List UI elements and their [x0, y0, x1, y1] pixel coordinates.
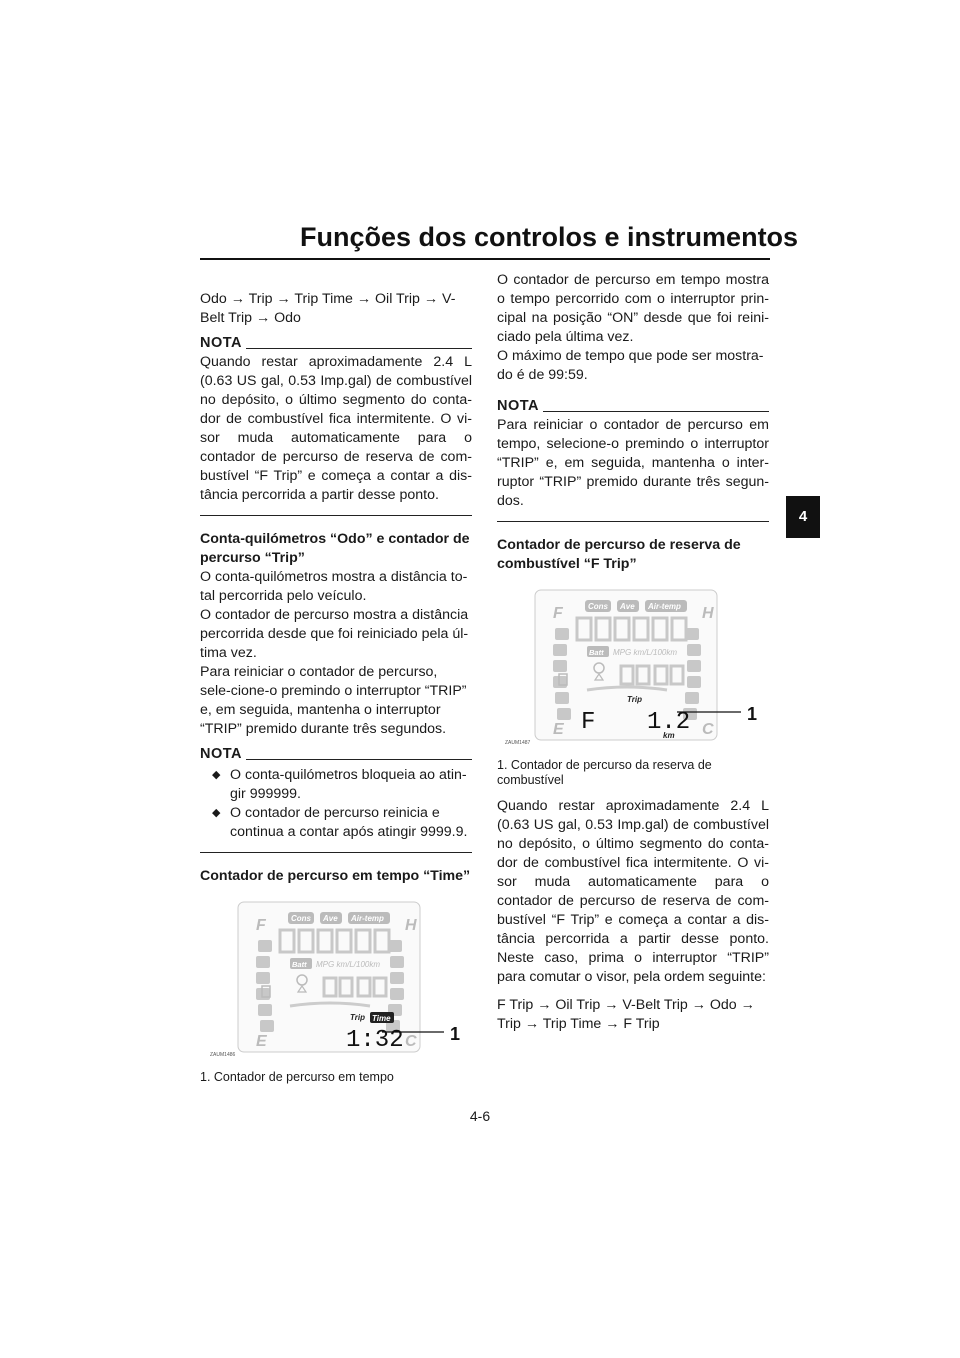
km-unit-label: km	[663, 731, 675, 740]
units-label: MPG km/L/100km	[316, 960, 380, 969]
nota-header: NOTA	[200, 334, 472, 353]
figure-time-trip: F H E C Cons Ave Air-temp	[200, 896, 472, 1066]
right-column: O contador de percurso em tempo mostra o…	[497, 271, 769, 1034]
temp-hot-label: H	[702, 605, 714, 622]
batt-label: Batt	[589, 648, 604, 657]
paragraph: O contador de percurso mostra a distânci…	[200, 607, 469, 661]
left-column: Odo → Trip → Trip Time → Oil Trip → V-Be…	[200, 290, 472, 1085]
list-item: O conta-quilómetros bloqueia ao atin-gir…	[200, 766, 472, 804]
trip-label: Trip	[350, 1013, 365, 1022]
reserve-distance-readout: 1.2	[647, 709, 690, 736]
cons-label: Cons	[291, 914, 312, 923]
batt-label: Batt	[292, 960, 307, 969]
section-heading-time: Contador de percurso em tempo “Time”	[200, 868, 471, 884]
temp-cold-label: C	[405, 1033, 417, 1050]
paragraph: O conta-quilómetros mostra a distância t…	[200, 569, 468, 604]
figure-fuel-reserve-trip: F H E C Cons Ave Air-temp	[497, 584, 769, 754]
title-underline	[200, 258, 770, 260]
figure-caption: 1. Contador de percurso em tempo	[200, 1070, 394, 1084]
nota-header: NOTA	[200, 745, 472, 764]
page-number: 4-6	[469, 1108, 491, 1124]
air-temp-label: Air-temp	[350, 914, 384, 923]
page-title: Funções dos controlos e instrumentos	[300, 222, 799, 252]
section-heading-odo: Conta-quilómetros “Odo” e contador de pe…	[200, 531, 470, 566]
paragraph: O máximo de tempo que pode ser mostra-do…	[497, 348, 764, 383]
figure-caption: 1. Contador de percurso da reserva de co…	[497, 758, 769, 788]
ave-label: Ave	[619, 602, 635, 611]
temp-hot-label: H	[405, 917, 417, 934]
elapsed-time-readout: 1:32	[346, 1027, 404, 1054]
units-label: MPG km/L/100km	[613, 648, 677, 657]
air-temp-label: Air-temp	[647, 602, 681, 611]
figure-code: ZAUM1486	[210, 1052, 236, 1058]
figure-code: ZAUM1487	[505, 740, 531, 746]
display-sequence: F Trip → Oil Trip → V-Belt Trip → Odo → …	[497, 997, 755, 1032]
caption-number: 1.	[497, 758, 508, 772]
nota-divider	[200, 515, 472, 516]
cons-label: Cons	[588, 602, 609, 611]
nota-list: O conta-quilómetros bloqueia ao atin-gir…	[200, 766, 472, 842]
nota-label: NOTA	[497, 398, 540, 414]
paragraph: Quando restar aproximadamente 2.4 L (0.6…	[497, 798, 769, 985]
instrument-display-illustration: F H E C Cons Ave Air-temp	[505, 589, 757, 746]
instrument-display-illustration: F H E C Cons Ave Air-temp	[210, 901, 460, 1058]
paragraph: Para reiniciar o contador de percurso, s…	[200, 664, 467, 737]
trip-label: Trip	[627, 695, 642, 704]
callout-number: 1	[747, 704, 757, 724]
nota-label: NOTA	[200, 335, 243, 351]
nota-text: Para reiniciar o contador de percurso em…	[497, 417, 769, 509]
nota-divider	[497, 521, 769, 522]
fuel-empty-label: E	[256, 1033, 268, 1050]
nota-label: NOTA	[200, 746, 243, 762]
ave-label: Ave	[322, 914, 338, 923]
caption-text: Contador de percurso da reserva de combu…	[497, 758, 712, 787]
fuel-full-label: F	[256, 917, 267, 934]
display-sequence: Odo → Trip → Trip Time → Oil Trip → V-Be…	[200, 291, 456, 326]
fuel-empty-label: E	[553, 721, 565, 738]
chapter-tab: 4	[786, 496, 820, 538]
paragraph: O contador de percurso em tempo mostra o…	[497, 272, 769, 345]
callout-number: 1	[450, 1024, 460, 1044]
fuel-full-label: F	[553, 605, 564, 622]
temp-cold-label: C	[702, 721, 714, 738]
time-label: Time	[372, 1014, 391, 1023]
nota-divider	[200, 852, 472, 853]
section-heading-ftrip: Contador de percurso de reserva de combu…	[497, 537, 741, 572]
nota-text: Quando restar aproximadamente 2.4 L (0.6…	[200, 354, 472, 503]
nota-header: NOTA	[497, 397, 769, 416]
list-item: O contador de percurso reinicia e contin…	[200, 804, 472, 842]
f-indicator: F	[581, 709, 595, 736]
